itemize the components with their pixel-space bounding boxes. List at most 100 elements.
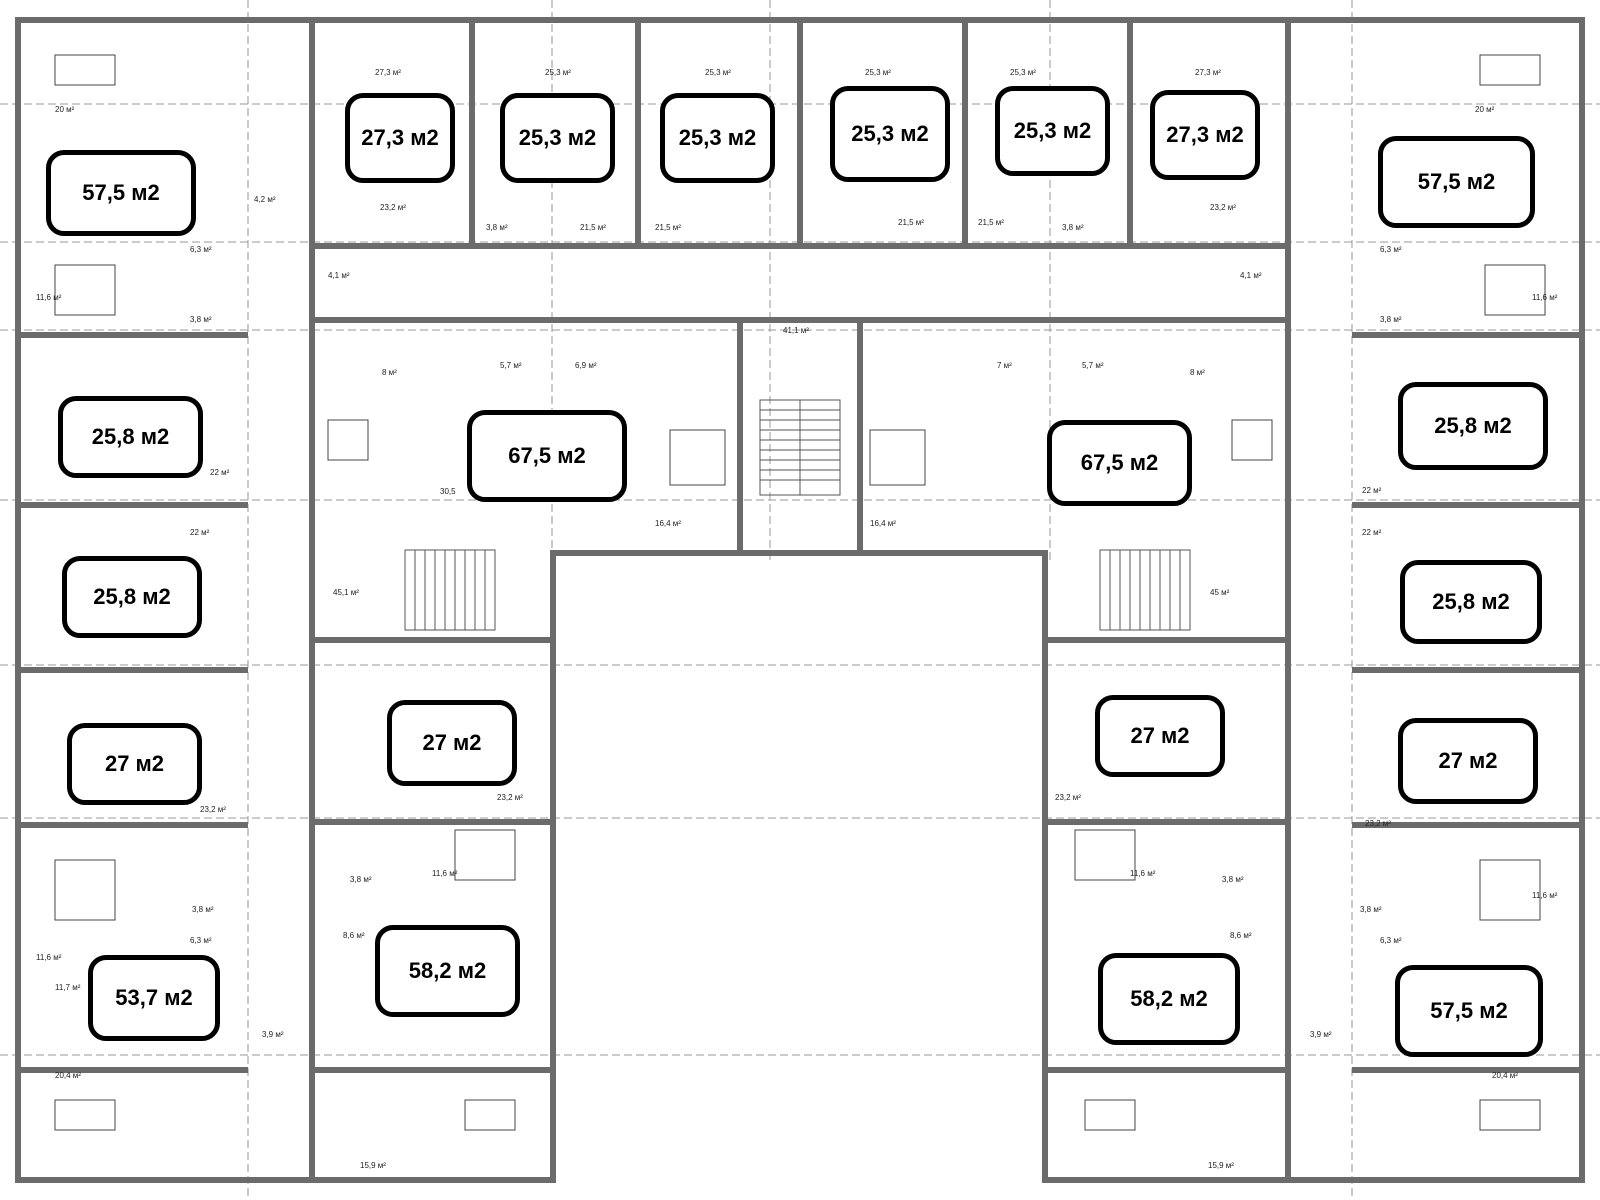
apartment-area-label: 58,2 м2 [375, 925, 520, 1017]
apartment-area-label: 27 м2 [1095, 695, 1225, 777]
apartment-area-label: 53,7 м2 [88, 955, 220, 1041]
apartment-area-label: 27,3 м2 [345, 93, 455, 183]
dining-table-icon [54, 1099, 116, 1131]
room-area: 22 м² [1362, 528, 1382, 537]
room-area: 21,5 м² [655, 223, 681, 232]
dining-table-icon [1479, 1099, 1541, 1131]
room-area: 45 м² [1210, 588, 1230, 597]
dining-table-icon [1231, 419, 1273, 461]
room-area: 23,2 м² [1365, 819, 1391, 828]
room-area: 3,8 м² [350, 875, 372, 884]
room-area: 5,7 м² [500, 361, 522, 370]
room-area: 6,3 м² [190, 245, 212, 254]
room-area: 25,3 м² [865, 68, 891, 77]
apartment-area-label: 57,5 м2 [1395, 965, 1543, 1057]
apartment-area-label: 67,5 м2 [1047, 420, 1192, 506]
room-area: 22 м² [210, 468, 230, 477]
room-area: 6,3 м² [1380, 936, 1402, 945]
apartment-area-label: 27 м2 [1398, 718, 1538, 804]
furniture [54, 54, 1546, 1131]
room-area: 8,6 м² [343, 931, 365, 940]
apartment-area-label: 25,3 м2 [995, 86, 1110, 176]
building-walls [15, 17, 1585, 1183]
room-area: 3,8 м² [486, 223, 508, 232]
dining-table-icon [54, 54, 116, 86]
apartment-area-label: 58,2 м2 [1098, 953, 1240, 1045]
dining-table-icon [1479, 54, 1541, 86]
room-area: 27,3 м² [1195, 68, 1221, 77]
room-area: 11,6 м² [432, 869, 458, 878]
bed-icon [54, 859, 116, 921]
bed-icon [1479, 859, 1541, 921]
room-area: 25,3 м² [705, 68, 731, 77]
apartment-area-label: 67,5 м2 [467, 410, 627, 502]
room-area: 3,8 м² [190, 315, 212, 324]
room-area: 20,4 м² [55, 1071, 81, 1080]
room-area: 41,1 м² [783, 326, 809, 335]
room-area: 21,5 м² [898, 218, 924, 227]
room-area: 8 м² [1190, 368, 1205, 377]
room-area: 21,5 м² [978, 218, 1004, 227]
apartment-area-label: 25,3 м2 [500, 93, 615, 183]
bed-icon [54, 264, 116, 316]
room-area: 15,9 м² [1208, 1161, 1234, 1170]
room-area: 8 м² [382, 368, 397, 377]
room-area: 11,6 м² [36, 293, 62, 302]
dining-table-icon [327, 419, 369, 461]
room-area: 11,6 м² [1532, 891, 1558, 900]
apartment-area-label: 25,3 м2 [660, 93, 775, 183]
apartment-area-label: 25,8 м2 [62, 556, 202, 638]
apartment-area-label: 27,3 м2 [1150, 90, 1260, 180]
room-area: 3,8 м² [1360, 905, 1382, 914]
room-area: 3,8 м² [1380, 315, 1402, 324]
room-area: 3,9 м² [262, 1030, 284, 1039]
room-area: 6,9 м² [575, 361, 597, 370]
room-area: 16,4 м² [870, 519, 896, 528]
room-area: 15,9 м² [360, 1161, 386, 1170]
bed-icon [869, 429, 926, 486]
room-area: 6,3 м² [1380, 245, 1402, 254]
room-area-labels: 20 м² 20 м² 4,2 м² 6,3 м² 6,3 м² 11,6 м²… [36, 68, 1558, 1170]
room-area: 23,2 м² [497, 793, 523, 802]
room-area: 45,1 м² [333, 588, 359, 597]
room-area: 4,2 м² [254, 195, 276, 204]
apartment-area-label: 57,5 м2 [46, 150, 196, 236]
room-area: 21,5 м² [580, 223, 606, 232]
room-area: 3,8 м² [1062, 223, 1084, 232]
dining-table-icon [1084, 1099, 1136, 1131]
stairs [404, 399, 1191, 631]
room-area: 20 м² [55, 105, 75, 114]
apartment-area-label: 27 м2 [67, 723, 202, 805]
room-area: 22 м² [1362, 486, 1382, 495]
room-area: 11,6 м² [1130, 869, 1156, 878]
room-area: 20 м² [1475, 105, 1495, 114]
room-area: 25,3 м² [545, 68, 571, 77]
room-area: 4,1 м² [328, 271, 350, 280]
room-area: 3,8 м² [1222, 875, 1244, 884]
room-area: 22 м² [190, 528, 210, 537]
room-area: 3,8 м² [192, 905, 214, 914]
room-area: 20,4 м² [1492, 1071, 1518, 1080]
room-area: 30,5 [440, 487, 456, 496]
bed-icon [1074, 829, 1136, 881]
room-area: 23,2 м² [1055, 793, 1081, 802]
room-area: 23,2 м² [200, 805, 226, 814]
bed-icon [669, 429, 726, 486]
apartment-area-label: 25,8 м2 [58, 396, 203, 478]
room-area: 16,4 м² [655, 519, 681, 528]
room-area: 23,2 м² [1210, 203, 1236, 212]
room-area: 7 м² [997, 361, 1012, 370]
bed-icon [1484, 264, 1546, 316]
apartment-area-label: 27 м2 [387, 700, 517, 786]
room-area: 8,6 м² [1230, 931, 1252, 940]
apartment-area-label: 25,3 м2 [830, 86, 950, 182]
room-area: 6,3 м² [190, 936, 212, 945]
apartment-area-label: 25,8 м2 [1400, 560, 1542, 644]
room-area: 11,6 м² [36, 953, 62, 962]
room-area: 5,7 м² [1082, 361, 1104, 370]
room-area: 11,6 м² [1532, 293, 1558, 302]
room-area: 23,2 м² [380, 203, 406, 212]
apartment-area-label: 57,5 м2 [1378, 136, 1535, 228]
